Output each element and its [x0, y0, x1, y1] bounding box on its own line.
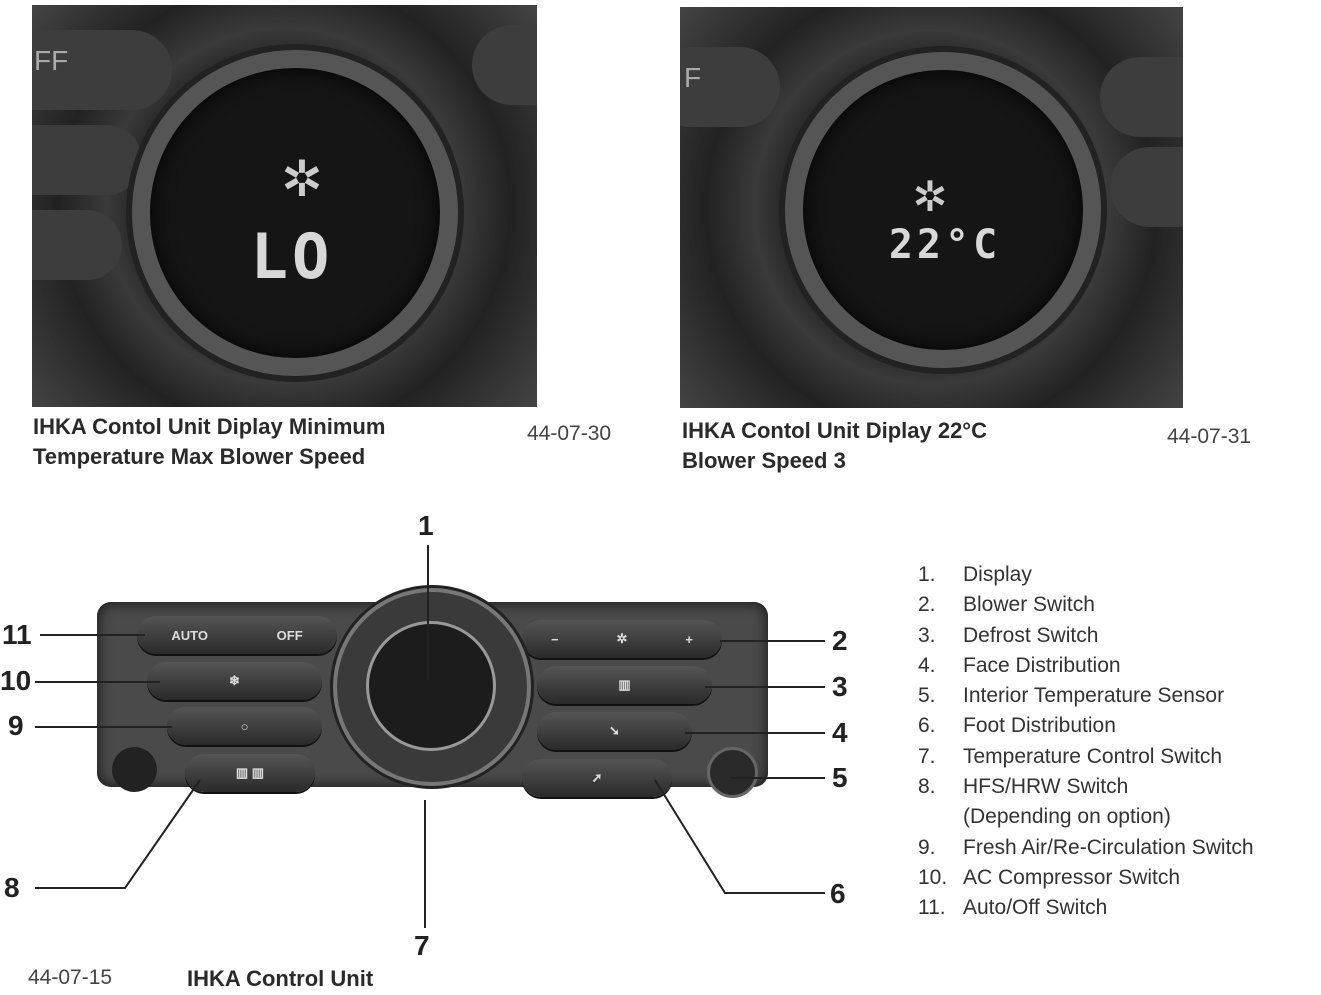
legend-label: Defrost Switch [963, 623, 1099, 647]
legend-label: (Depending on option) [963, 805, 1171, 829]
blower-switch[interactable]: − ✲ + [522, 620, 722, 658]
legend-item: 4. Face Distribution [918, 651, 1254, 681]
fan-icon: ✲ [281, 151, 323, 207]
legend-item: (Depending on option) [918, 802, 1254, 832]
side-label: FF [34, 45, 69, 76]
figure-id: 44-07-31 [1167, 425, 1252, 448]
callout-5: 5 [832, 762, 848, 793]
plus-label: + [685, 631, 694, 647]
callout-7: 7 [414, 930, 430, 961]
legend-item: 1. Display [918, 560, 1254, 590]
callout-10: 10 [0, 665, 32, 696]
figure-id: 44-07-15 [28, 966, 113, 989]
foot-distribution-switch[interactable]: ➚ [522, 759, 672, 797]
ac-compressor-switch[interactable]: ❄ [147, 662, 322, 700]
legend-item: 7. Temperature Control Switch [918, 742, 1254, 772]
legend-number: 7. [918, 744, 936, 768]
callout-1: 1 [418, 510, 434, 541]
air-vent [112, 747, 157, 792]
legend-number: 10. [918, 865, 948, 889]
face-distribution-switch[interactable]: ➘ [537, 712, 692, 750]
caption-line: Blower Speed 3 [682, 448, 846, 473]
legend-list: 1. Display 2. Blower Switch 3. Defrost Switch… [918, 560, 1254, 924]
legend-number: 11. [918, 896, 946, 920]
legend-label: Fresh Air/Re-Circulation Switch [963, 835, 1254, 859]
callout-2: 2 [832, 625, 848, 656]
photo-display-22c: F ✲ 22°C [680, 7, 1183, 408]
callout-8: 8 [4, 872, 20, 903]
figure-caption: IHKA Contol Unit Diplay Minimum Temperat… [33, 412, 385, 472]
legend-item: 9. Fresh Air/Re-Circulation Switch [918, 833, 1254, 863]
legend-label: Interior Temperature Sensor [963, 684, 1225, 708]
foot-air-icon: ➚ [591, 770, 603, 785]
legend-number: 3. [918, 623, 936, 647]
auto-off-switch[interactable]: AUTO OFF [137, 616, 337, 654]
legend-label: Blower Switch [963, 593, 1095, 617]
legend-label: AC Compressor Switch [963, 865, 1181, 889]
legend-label: HFS/HRW Switch [963, 775, 1129, 799]
legend-label: Face Distribution [963, 653, 1121, 677]
figure-caption: IHKA Control Unit [187, 966, 374, 991]
callout-11: 11 [2, 619, 32, 650]
legend-number: 8. [918, 775, 936, 799]
callout-4: 4 [832, 717, 848, 748]
legend-number: 4. [918, 653, 936, 677]
callout-9: 9 [8, 710, 24, 741]
off-label: OFF [276, 627, 303, 643]
photo-display-lo: FF ✲ LO [32, 5, 537, 407]
callout-6: 6 [830, 878, 846, 909]
fan-icon: ✲ [616, 631, 628, 646]
caption-line: IHKA Contol Unit Diplay Minimum [33, 414, 386, 439]
legend-item: 10. AC Compressor Switch [918, 863, 1254, 893]
defrost-icon: ▥ [618, 677, 631, 692]
legend-label: Display [963, 563, 1032, 586]
figure-caption: IHKA Contol Unit Diplay 22°C Blower Spee… [682, 416, 987, 476]
legend-item: 8. HFS/HRW Switch [918, 772, 1254, 802]
legend-number: 1. [918, 563, 936, 586]
caption-line: Temperature Max Blower Speed [33, 444, 366, 469]
defrost-switch[interactable]: ▥ [537, 666, 712, 704]
legend-label: Auto/Off Switch [963, 896, 1108, 920]
snowflake-icon: ❄ [229, 673, 240, 688]
lcd-display-text: 22°C [888, 222, 1002, 268]
legend-label: Temperature Control Switch [963, 744, 1223, 768]
lcd-display-text: LO [250, 220, 334, 293]
legend-number: 2. [918, 593, 936, 617]
callout-3: 3 [832, 671, 848, 702]
legend-item: 3. Defrost Switch [918, 621, 1254, 651]
hfs-hrw-switch[interactable]: ▥ ▥ [185, 754, 315, 792]
recirculation-switch[interactable]: ○ [167, 707, 322, 745]
side-label: F [684, 62, 702, 93]
legend-number: 9. [918, 835, 936, 859]
fan-icon: ✲ [912, 173, 948, 220]
legend-item: 2. Blower Switch [918, 590, 1254, 620]
legend-label: Foot Distribution [963, 714, 1116, 738]
legend-item: 5. Interior Temperature Sensor [918, 681, 1254, 711]
caption-line: IHKA Contol Unit Diplay 22°C [682, 418, 987, 443]
auto-label: AUTO [171, 627, 208, 643]
control-unit-panel: AUTO OFF ❄ ○ ▥ ▥ − ✲ + ▥ ➘ ➚ [97, 602, 768, 798]
rear-defrost-icon: ▥ ▥ [235, 765, 265, 780]
display-window [366, 621, 496, 751]
legend-number: 5. [918, 684, 936, 708]
recirculation-icon: ○ [240, 718, 249, 734]
minus-label: − [550, 631, 559, 647]
legend-item: 6. Foot Distribution [918, 711, 1254, 741]
legend-number: 6. [918, 714, 936, 738]
figure-id: 44-07-30 [527, 422, 612, 445]
face-air-icon: ➘ [609, 723, 620, 738]
interior-temp-sensor [707, 747, 758, 798]
legend-item: 11. Auto/Off Switch [918, 893, 1254, 923]
